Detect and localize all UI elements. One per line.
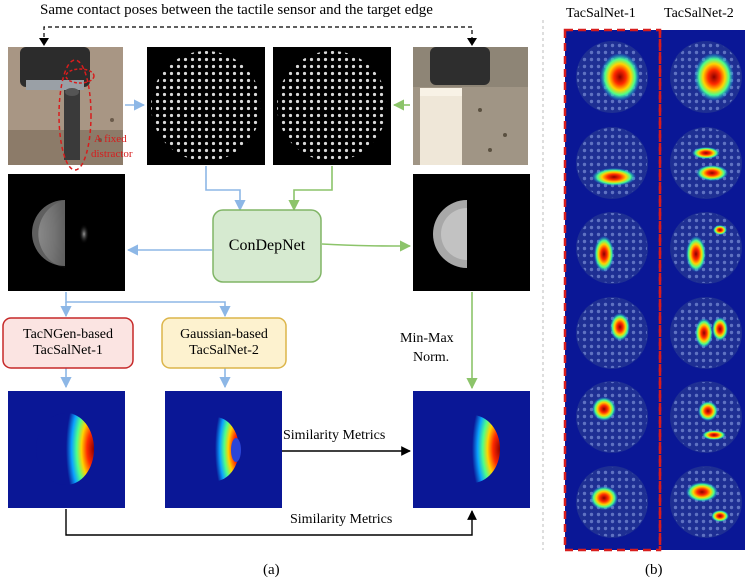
similarity-upper-label: Similarity Metrics xyxy=(283,428,386,443)
similarity-lower-label: Similarity Metrics xyxy=(290,512,393,527)
panel-b-hotspot xyxy=(695,318,713,348)
caption-b: (b) xyxy=(645,562,663,578)
gaussian-label: Gaussian-based TacSalNet-2 xyxy=(162,318,286,368)
panel-b-hotspot xyxy=(702,430,726,440)
panel-b-disk-pins xyxy=(577,128,647,198)
distractor-label-2: distractor xyxy=(91,148,133,160)
panel-b-hotspot xyxy=(600,53,640,101)
gaussian-label-line1: Gaussian-based xyxy=(180,326,268,342)
tacngen-label-line2: TacSalNet-1 xyxy=(33,343,103,358)
depth-map-left xyxy=(8,174,125,291)
top-caption: Same contact poses between the tactile s… xyxy=(40,2,433,18)
panel-b-hotspot xyxy=(698,401,718,421)
panel-b-hotspot xyxy=(592,168,636,186)
arrow-similarity-lower xyxy=(65,509,477,536)
heatmap-normalized-depth xyxy=(413,391,530,508)
panel-b-header-2: TacSalNet-2 xyxy=(664,6,734,21)
panel-b-disk-pins xyxy=(671,128,741,198)
depth-map-right xyxy=(413,174,530,291)
panel-b-heatmap-grid xyxy=(576,41,742,538)
tacngen-box xyxy=(2,317,134,369)
heatmap-tacsalnet-1 xyxy=(8,391,125,508)
panel-b-hotspot xyxy=(610,313,630,341)
arrow-condepnet-to-depth-right xyxy=(321,240,412,252)
arrow-depth-to-gaussian xyxy=(65,292,231,318)
panel-b-hotspot xyxy=(711,510,729,522)
panel-b-hotspot xyxy=(594,236,614,272)
gaussian-box xyxy=(161,317,287,369)
arrow-tactile1-to-condepnet xyxy=(205,166,246,212)
minmax-label-1: Min-Max xyxy=(400,331,454,346)
photo-sensor-on-edge xyxy=(413,47,528,165)
panel-b-disk-pins xyxy=(671,467,741,537)
condepnet-label: ConDepNet xyxy=(228,236,306,254)
minmax-label-2: Norm. xyxy=(413,350,450,365)
tactile-image-left xyxy=(147,47,265,165)
panel-b xyxy=(563,28,745,552)
panel-b-hotspot xyxy=(694,53,734,101)
panel-b-hotspot xyxy=(712,317,728,341)
arrow-tactile2-to-condepnet xyxy=(288,166,333,212)
panel-b-header-1: TacSalNet-1 xyxy=(566,6,636,21)
distractor-label-1: A fixed xyxy=(94,133,127,145)
panel-b-hotspot xyxy=(686,236,706,272)
caption-a: (a) xyxy=(263,562,280,578)
tacngen-label-line1: TacNGen-based xyxy=(23,326,113,342)
panel-b-hotspot xyxy=(713,225,727,235)
panel-b-hotspot xyxy=(592,397,616,421)
condepnet-box xyxy=(212,209,322,283)
panel-b-hotspot xyxy=(696,165,728,181)
photo-sensor-with-distractor xyxy=(8,47,123,171)
heatmap-tacsalnet-2 xyxy=(165,391,282,508)
tactile-image-right xyxy=(273,47,391,165)
panel-b-hotspot xyxy=(692,147,720,159)
distractor-dash-ring xyxy=(65,68,95,84)
tacngen-label: TacNGen-based TacSalNet-1 xyxy=(3,318,133,368)
panel-b-hotspot xyxy=(590,486,618,510)
gaussian-label-line2: TacSalNet-2 xyxy=(189,343,259,358)
panel-b-disk-pins xyxy=(671,213,741,283)
panel-b-hotspot xyxy=(686,482,718,502)
contact-pose-bracket xyxy=(39,26,477,46)
